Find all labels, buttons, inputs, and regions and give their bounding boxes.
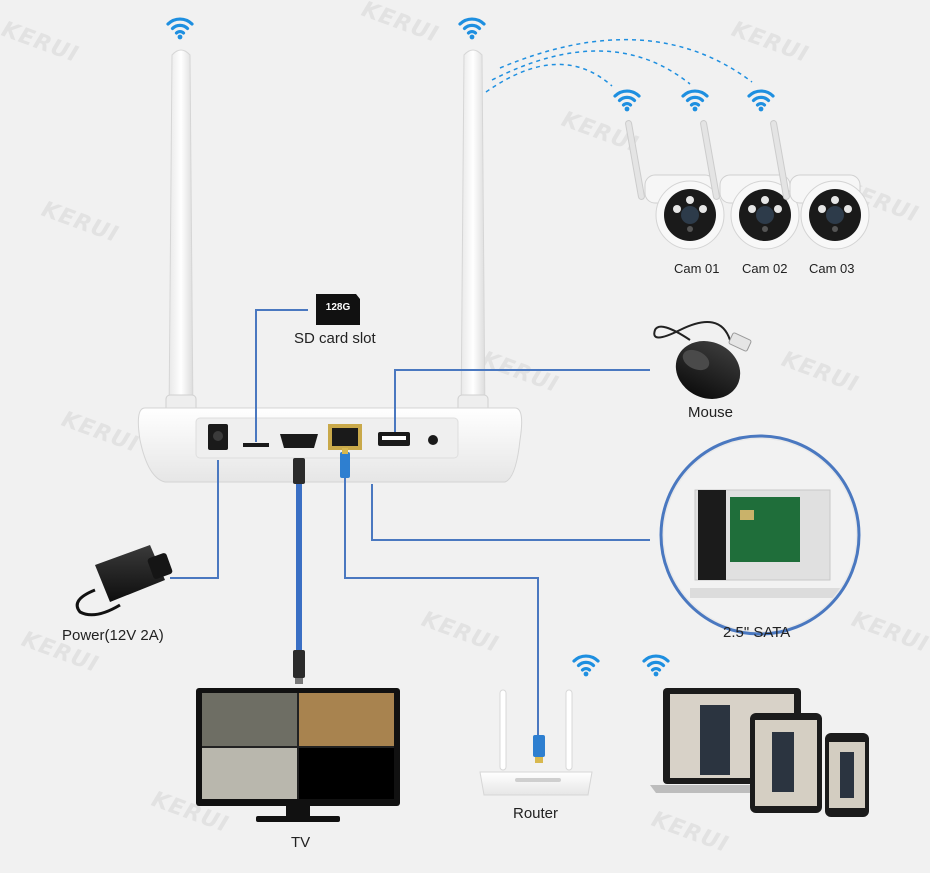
tablet-icon	[750, 713, 822, 813]
sd-card-slot-label: SD card slot	[294, 330, 376, 347]
sd-card-slot	[243, 443, 269, 447]
hdmi-port	[280, 434, 318, 448]
mobile-devices-wifi-icon	[642, 654, 670, 679]
hard-drive-icon	[659, 434, 861, 636]
nvr-left-antenna-wifi-icon	[166, 17, 194, 42]
sd-card-icon	[316, 294, 360, 325]
nvr-right-antenna-wifi-icon	[458, 17, 486, 42]
antenna-icon	[457, 49, 489, 426]
camera-icon	[625, 120, 725, 250]
hdmi-connector-icon	[293, 458, 305, 684]
tv-icon	[196, 688, 400, 822]
router-icon	[479, 689, 593, 796]
camera-icon	[700, 120, 800, 250]
phone-icon	[825, 733, 869, 817]
router-label: Router	[513, 805, 559, 822]
antenna-icon	[165, 49, 197, 426]
mouse-label: Mouse	[688, 404, 734, 421]
wireless-link-arcs	[485, 38, 753, 93]
cam-03-wifi-icon	[747, 89, 775, 114]
sd-card-capacity-label: 128G	[325, 302, 351, 313]
tv-label: TV	[291, 834, 311, 851]
ethernet-connector-icon	[340, 448, 545, 763]
camera-icon	[770, 120, 870, 250]
usb-port-icon	[378, 432, 410, 446]
ethernet-port	[328, 424, 362, 450]
reset-button	[428, 435, 438, 445]
cam-02-wifi-icon	[681, 89, 709, 114]
cam-01-wifi-icon	[613, 89, 641, 114]
power-adapter-icon	[75, 545, 173, 617]
cam-03-label: Cam 03	[809, 261, 855, 276]
cam-02-label: Cam 02	[742, 261, 788, 276]
power-label: Power(12V 2A)	[62, 627, 164, 644]
connection-wires	[170, 309, 650, 735]
cam-01-label: Cam 01	[674, 261, 720, 276]
power-jack	[208, 424, 228, 450]
router-wifi-icon	[572, 654, 600, 679]
mouse-icon	[653, 321, 752, 399]
sata-label: 2.5" SATA	[723, 624, 791, 641]
